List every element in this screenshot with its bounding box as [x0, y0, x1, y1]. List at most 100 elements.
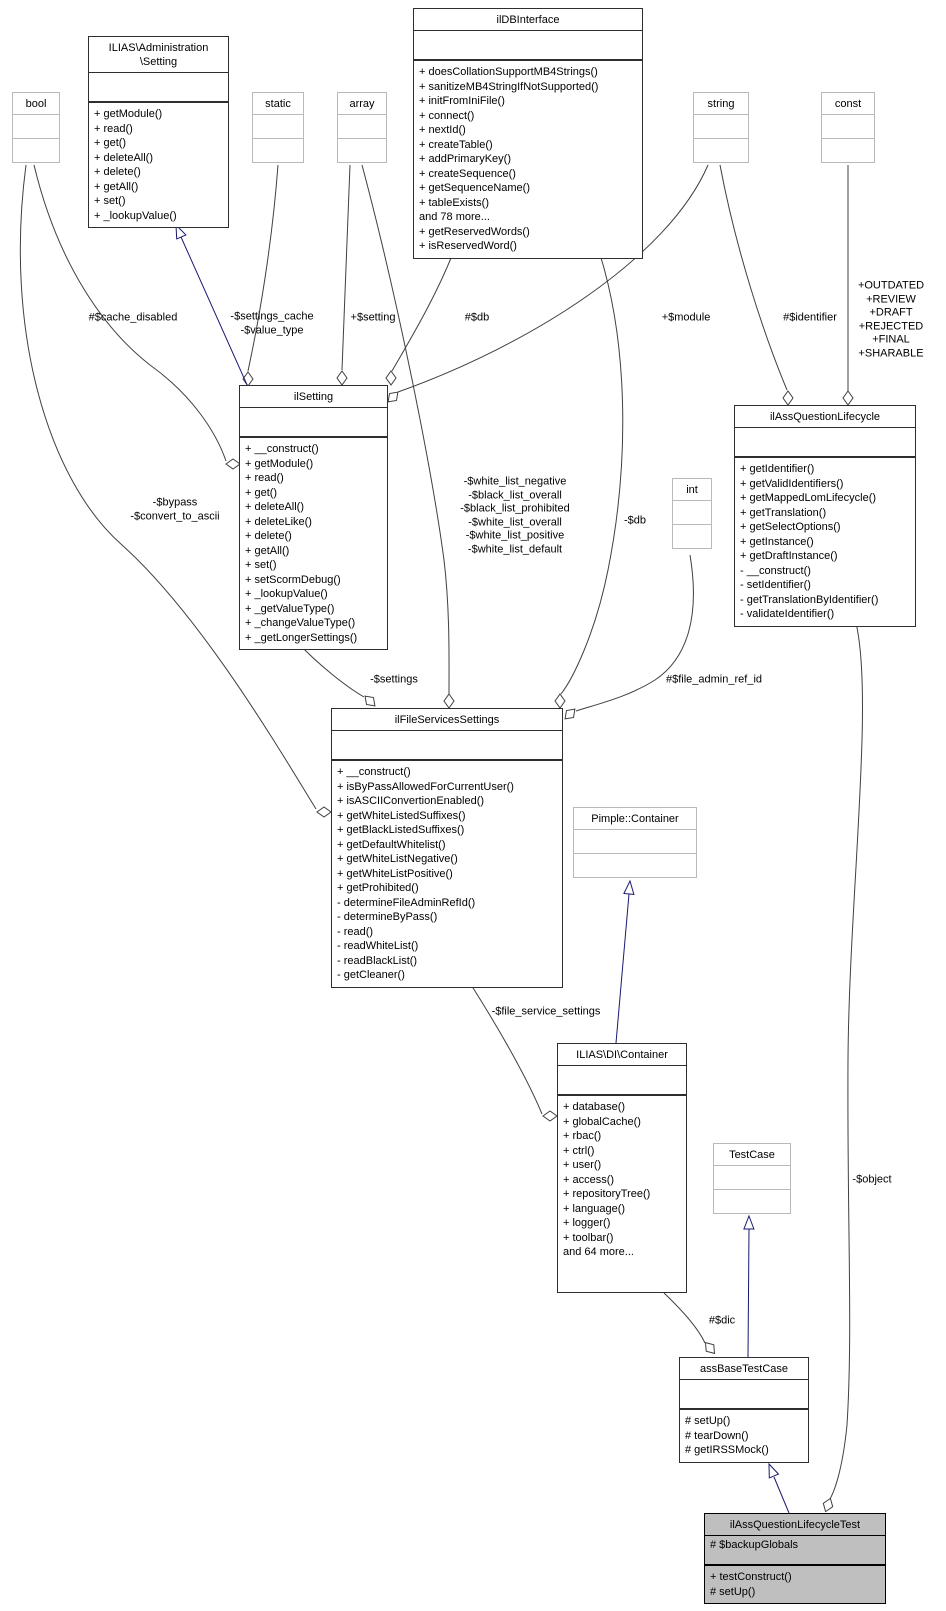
class-title: TestCase — [729, 1149, 775, 1161]
empty-methods-section — [822, 138, 874, 162]
empty-attributes-section — [338, 114, 386, 138]
class-attributes — [414, 31, 642, 61]
aggregation-diamond-module — [387, 391, 399, 403]
class-attributes — [89, 73, 228, 103]
edge-dbinterface-to-fileservices — [560, 247, 624, 695]
edge-string-to-ilsetting — [397, 164, 709, 393]
class-title: array — [349, 98, 375, 110]
inheritance-container-to-pimple — [615, 893, 630, 1044]
empty-attributes-section — [574, 829, 696, 853]
class-attributes — [735, 428, 915, 458]
class-ilassquestionlifecycle[interactable]: ilAssQuestionLifecycle + getIdentifier()… — [734, 405, 916, 627]
edge-label-dic: #$dic — [708, 1314, 736, 1327]
class-title: assBaseTestCase — [680, 1358, 808, 1380]
edge-label-lifecycle-consts: +OUTDATED +REVIEW +DRAFT +REJECTED +FINA… — [857, 279, 925, 360]
class-title: bool — [25, 98, 47, 110]
empty-attributes-section — [822, 114, 874, 138]
class-testcase[interactable]: TestCase — [713, 1143, 791, 1214]
aggregation-diamond-bypass — [316, 806, 332, 818]
aggregation-diamond-settings — [364, 695, 376, 707]
aggregation-diamond-whitelists — [443, 693, 455, 709]
class-bool[interactable]: bool — [12, 92, 60, 163]
edge-bool-to-fileservices — [19, 164, 317, 810]
edge-label-settings: -$settings — [370, 673, 418, 686]
edge-fileservices-to-container — [467, 979, 543, 1115]
class-title: ilAssQuestionLifecycle — [735, 406, 915, 428]
edge-label-module: +$module — [661, 311, 711, 324]
edge-label-file-service-settings: -$file_service_settings — [491, 1005, 601, 1018]
class-static[interactable]: static — [252, 92, 304, 163]
inheritance-ilsetting-to-adminsetting — [180, 236, 249, 388]
class-title: ilDBInterface — [414, 9, 642, 31]
class-ilassquestionlifecycletest[interactable]: ilAssQuestionLifecycleTest # $backupGlob… — [704, 1513, 886, 1604]
class-pimple-container[interactable]: Pimple::Container — [573, 807, 697, 878]
aggregation-diamond-identifier — [782, 390, 794, 406]
class-methods: + getIdentifier() + getValidIdentifiers(… — [740, 463, 879, 620]
class-ilsetting[interactable]: ilSetting + __construct() + getModule() … — [239, 385, 388, 650]
edge-array-to-fileservices — [361, 164, 450, 695]
aggregation-diamond-consts — [842, 390, 854, 406]
class-methods: + getModule() + read() + get() + deleteA… — [94, 108, 177, 222]
edge-label-bypass: -$bypass -$convert_to_ascii — [130, 496, 220, 523]
inheritance-assbase-to-testcase — [747, 1228, 750, 1358]
edge-int-to-fileservices — [575, 554, 694, 712]
class-string[interactable]: string — [693, 92, 749, 163]
class-attributes — [332, 731, 562, 761]
class-assbasetestcase[interactable]: assBaseTestCase # setUp() # tearDown() #… — [679, 1357, 809, 1463]
aggregation-diamond-db-setting — [385, 370, 397, 386]
edge-label-db-fs: -$db — [623, 514, 647, 527]
aggregation-diamond-setting — [336, 370, 348, 386]
class-int[interactable]: int — [672, 478, 712, 549]
class-ilias-di-container[interactable]: ILIAS\DI\Container + database() + global… — [557, 1043, 687, 1293]
edge-label-object: -$object — [852, 1173, 892, 1186]
empty-methods-section — [253, 138, 303, 162]
edge-label-settings-cache: -$settings_cache -$value_type — [230, 310, 314, 337]
empty-attributes-section — [253, 114, 303, 138]
class-attributes — [240, 408, 387, 438]
edge-label-file-admin-ref-id: #$file_admin_ref_id — [665, 673, 763, 686]
class-attributes: # $backupGlobals — [705, 1536, 885, 1566]
class-title: const — [834, 98, 862, 110]
empty-methods-section — [694, 138, 748, 162]
edge-ilsetting-to-fileservices — [297, 642, 365, 698]
empty-attributes-section — [673, 500, 711, 524]
class-ilfileservicessettings[interactable]: ilFileServicesSettings + __construct() +… — [331, 708, 563, 988]
class-methods: + doesCollationSupportMB4Strings() + san… — [419, 66, 599, 252]
edge-label-db-setting: #$db — [464, 311, 490, 324]
empty-attributes-section — [714, 1165, 790, 1189]
class-methods: + testConstruct() # setUp() — [710, 1571, 792, 1598]
edge-label-white-lists: -$white_list_negative -$black_list_overa… — [460, 475, 570, 556]
empty-methods-section — [673, 524, 711, 548]
class-title: ilAssQuestionLifecycleTest — [705, 1514, 885, 1536]
class-const[interactable]: const — [821, 92, 875, 163]
edge-array-to-ilsetting — [341, 164, 351, 371]
class-title: Pimple::Container — [591, 813, 679, 825]
edge-static-to-ilsetting — [247, 164, 279, 372]
aggregation-diamond-dic — [704, 1341, 716, 1355]
empty-methods-section — [574, 853, 696, 877]
inheritance-arrow-assbase — [768, 1462, 780, 1479]
inheritance-arrow-adminsetting — [175, 223, 187, 240]
edge-label-cache-disabled: #$cache_disabled — [88, 311, 178, 324]
empty-methods-section — [13, 138, 59, 162]
empty-methods-section — [714, 1189, 790, 1213]
class-title: static — [265, 98, 291, 110]
aggregation-diamond-file-admin-ref-id — [564, 708, 576, 720]
edge-label-identifier: #$identifier — [783, 311, 837, 324]
class-methods: # setUp() # tearDown() # getIRSSMock() — [685, 1415, 769, 1456]
class-methods: + __construct() + isByPassAllowedForCurr… — [337, 766, 514, 981]
class-title: ILIAS\Administration \Setting — [89, 37, 228, 73]
empty-attributes-section — [694, 114, 748, 138]
class-title: int — [686, 484, 698, 496]
empty-attributes-section — [13, 114, 59, 138]
aggregation-diamond-object — [822, 1497, 834, 1513]
class-ilias-administration-setting[interactable]: ILIAS\Administration \Setting + getModul… — [88, 36, 229, 228]
class-ildbinterface[interactable]: ilDBInterface + doesCollationSupportMB4S… — [413, 8, 643, 259]
class-array[interactable]: array — [337, 92, 387, 163]
class-methods: + __construct() + getModule() + read() +… — [245, 443, 358, 644]
edge-label-setting: +$setting — [350, 311, 396, 324]
class-attributes — [558, 1066, 686, 1096]
edge-lifecycle-to-lifecycletest — [829, 622, 863, 1500]
